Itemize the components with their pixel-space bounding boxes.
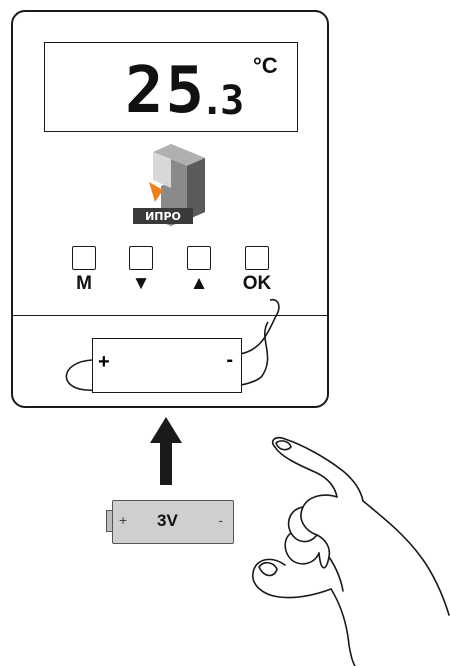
mode-button[interactable]: M xyxy=(56,246,112,295)
battery-minus: - xyxy=(218,512,223,528)
battery-plus: + xyxy=(119,512,128,528)
temperature-decimal: 3 xyxy=(220,78,245,124)
house-cube-logo-icon: ИПРО xyxy=(133,144,205,226)
down-button-label: ▼ xyxy=(131,273,151,294)
up-arrow-icon xyxy=(150,417,182,485)
battery-slot: + - xyxy=(92,338,242,393)
logo-text: ИПРО xyxy=(145,210,181,223)
temperature-integer: 25 xyxy=(125,54,207,128)
logo-text-plate xyxy=(133,208,193,224)
battery-slot-minus: - xyxy=(226,349,233,371)
temperature-dot: . xyxy=(200,78,225,124)
battery-voltage: 3V xyxy=(157,511,178,530)
ok-button-label: OK xyxy=(242,273,272,294)
ok-button-key[interactable] xyxy=(245,246,269,270)
mode-button-key[interactable] xyxy=(72,246,96,270)
ok-button[interactable]: OK xyxy=(229,246,285,295)
up-button-label: ▲ xyxy=(189,273,209,294)
up-button[interactable]: ▲ xyxy=(171,246,227,295)
down-button[interactable]: ▼ xyxy=(113,246,169,295)
temperature-unit: °C xyxy=(253,53,278,78)
up-button-key[interactable] xyxy=(187,246,211,270)
temperature-reading: 25 . 3 xyxy=(125,45,244,131)
mode-button-label: M xyxy=(76,273,92,294)
hand-icon xyxy=(252,436,450,666)
lcd-display: 25 . 3 °C xyxy=(44,42,298,132)
down-button-key[interactable] xyxy=(129,246,153,270)
logo-accent-triangle xyxy=(149,182,163,202)
battery-slot-plus: + xyxy=(98,351,110,373)
battery-compartment-divider xyxy=(13,315,327,316)
battery-3v: + 3V - xyxy=(112,500,234,544)
